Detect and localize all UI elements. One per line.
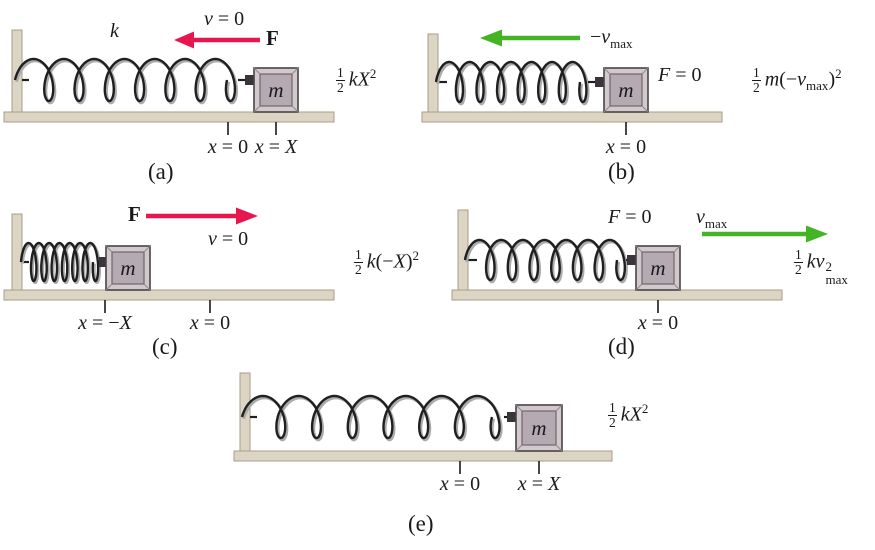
velocity-zero-label: v = 0 xyxy=(208,228,249,250)
spring-hook xyxy=(245,75,254,85)
panel-caption: (b) xyxy=(608,159,635,184)
mass-label: m xyxy=(618,78,633,102)
panel-caption: (d) xyxy=(608,334,635,359)
panel-caption: (a) xyxy=(148,159,174,184)
panel-a-diagram: m xyxy=(3,29,335,135)
wall xyxy=(427,33,439,115)
force-arrow-right xyxy=(146,207,258,225)
mass-label: m xyxy=(531,416,546,440)
force-zero-label: F = 0 xyxy=(608,206,652,228)
mass-inner xyxy=(259,73,293,107)
tick-label-x-zero: x = 0 xyxy=(189,312,231,334)
spring-constant-label: k xyxy=(110,20,119,42)
tick-label-x-zero: x = 0 xyxy=(637,312,679,334)
floor xyxy=(3,289,335,301)
force-label: F xyxy=(266,26,279,50)
panel-caption: (e) xyxy=(408,511,434,536)
mass-inner xyxy=(521,410,557,446)
mass-block: m xyxy=(253,67,299,113)
mass-block: m xyxy=(515,404,563,452)
panel-c-diagram: m xyxy=(3,207,335,313)
mass-block: m xyxy=(105,245,151,291)
force-arrow-left xyxy=(174,31,260,49)
spring-hook xyxy=(507,412,516,422)
velocity-arrow-left xyxy=(480,29,580,47)
mass-block: m xyxy=(603,67,649,113)
neg-vmax-label: −vmax xyxy=(590,26,633,51)
force-label: F xyxy=(128,202,141,226)
velocity-arrow-right xyxy=(702,225,828,243)
mass-block: m xyxy=(635,245,681,291)
mass-inner xyxy=(111,251,145,285)
spring xyxy=(13,57,239,105)
tick-label-x-negX: x = −X xyxy=(78,312,132,334)
mass-label: m xyxy=(268,78,283,102)
spring xyxy=(463,238,628,284)
panel-d-diagram: m xyxy=(451,209,828,313)
floor xyxy=(421,111,723,123)
spring-hook xyxy=(595,77,604,87)
panel-e-diagram: m xyxy=(233,372,613,474)
panel-b-diagram: m xyxy=(421,29,723,135)
tick-label-x-zero: x = 0 xyxy=(207,136,249,158)
panel-caption: (c) xyxy=(152,334,178,359)
mass-inner xyxy=(641,251,675,285)
tick-label-x-X: x = X xyxy=(517,473,561,495)
force-zero-label: F = 0 xyxy=(658,64,702,86)
tick-label-x-zero: x = 0 xyxy=(439,473,481,495)
tick-label-x-zero: x = 0 xyxy=(605,136,647,158)
spring xyxy=(19,241,101,285)
wall xyxy=(457,209,469,291)
spring-hook xyxy=(99,257,108,267)
wall xyxy=(11,213,23,291)
velocity-zero-label: v = 0 xyxy=(204,8,245,30)
spring-hook xyxy=(627,255,636,265)
mass-inner xyxy=(609,73,643,107)
tick-label-x-X: x = X xyxy=(254,136,298,158)
spring xyxy=(240,394,503,442)
mass-label: m xyxy=(650,256,665,280)
vmax-label: vmax xyxy=(696,206,728,231)
floor xyxy=(3,111,335,123)
floor xyxy=(451,289,783,301)
mass-label: m xyxy=(120,256,135,280)
spring xyxy=(434,60,590,106)
floor xyxy=(233,450,613,462)
